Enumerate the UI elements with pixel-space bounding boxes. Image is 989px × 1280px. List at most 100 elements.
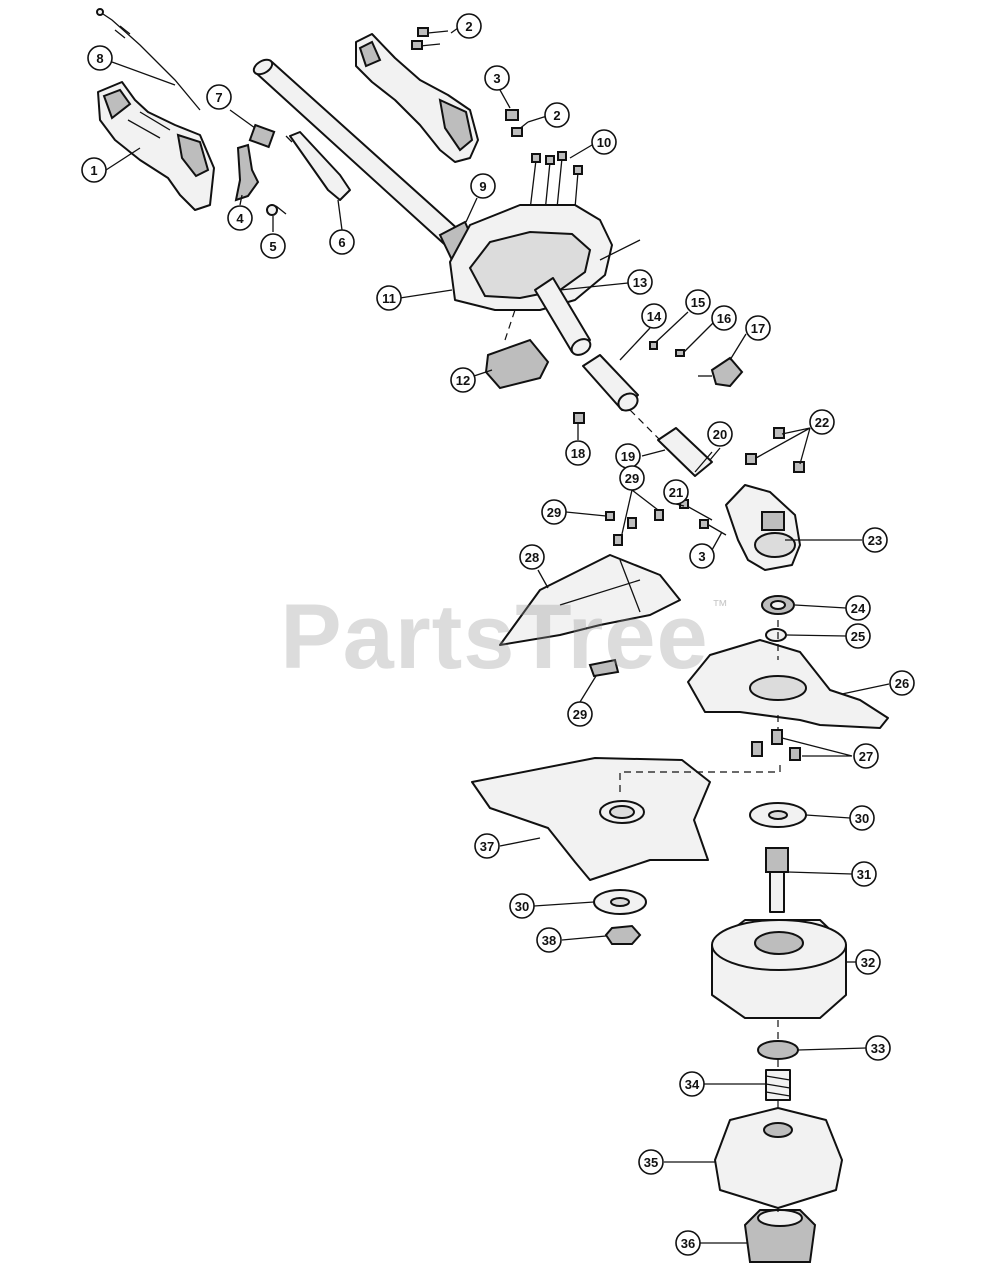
callout-circle: [376, 285, 402, 311]
callout-circle: [849, 805, 875, 831]
callout-circle: [206, 84, 232, 110]
part-screw-15: [649, 341, 658, 350]
callout-circle: [707, 421, 733, 447]
callout-20: 20: [707, 421, 733, 447]
callout-circle: [565, 440, 591, 466]
part-fasteners-29: [588, 509, 664, 678]
callout-circle: [329, 229, 355, 255]
part-washer-30-upper: [749, 802, 807, 828]
part-washer-33: [757, 1040, 799, 1060]
callout-circle: [227, 205, 253, 231]
callout-29: 29: [567, 701, 593, 727]
part-trimmer-head-housing: [711, 919, 847, 1019]
callout-number: 3: [698, 549, 705, 564]
callout-number: 2: [465, 19, 472, 34]
callout-circle: [456, 13, 482, 39]
callout-9: 9: [470, 173, 496, 199]
callout-number: 24: [851, 601, 866, 616]
callout-circle: [745, 315, 771, 341]
callout-12: 12: [450, 367, 476, 393]
part-handle-left: [97, 81, 215, 211]
callout-34: 34: [679, 1071, 705, 1097]
callout-29: 29: [541, 499, 567, 525]
callout-3: 3: [484, 65, 510, 91]
callout-3: 3: [689, 543, 715, 569]
callout-16: 16: [711, 305, 737, 331]
callout-circle: [685, 289, 711, 315]
callout-number: 27: [859, 749, 873, 764]
callout-number: 34: [685, 1077, 700, 1092]
callout-number: 14: [647, 309, 662, 324]
callout-number: 8: [96, 51, 103, 66]
part-screw-16: [675, 349, 685, 357]
callout-7: 7: [206, 84, 232, 110]
callout-number: 30: [855, 811, 869, 826]
part-screws-27: [751, 715, 801, 761]
callout-number: 38: [542, 933, 556, 948]
callout-32: 32: [855, 949, 881, 975]
callout-27: 27: [853, 743, 879, 769]
part-handle-right: [355, 33, 479, 163]
callout-number: 11: [382, 291, 396, 306]
callout-circle: [689, 543, 715, 569]
callout-circle: [470, 173, 496, 199]
callout-circle: [484, 65, 510, 91]
part-throttle-trigger: [234, 143, 260, 202]
callout-number: 32: [861, 955, 875, 970]
callout-number: 35: [644, 1155, 658, 1170]
part-lower-shaft: [534, 277, 592, 356]
callout-30: 30: [849, 805, 875, 831]
callout-number: 25: [851, 629, 865, 644]
callout-circle: [509, 893, 535, 919]
part-screws-10: [529, 151, 583, 221]
callout-2: 2: [544, 102, 570, 128]
part-cutting-blade: [471, 757, 781, 881]
callout-circle: [851, 861, 877, 887]
callout-4: 4: [227, 205, 253, 231]
callout-circle: [663, 479, 689, 505]
part-screws-2: [411, 27, 529, 137]
callout-24: 24: [845, 595, 871, 621]
callout-number: 18: [571, 446, 585, 461]
callout-35: 35: [638, 1149, 664, 1175]
part-nuts-22: [745, 427, 805, 473]
callout-28: 28: [519, 544, 545, 570]
callout-number: 10: [597, 135, 611, 150]
part-nut-38: [604, 924, 642, 945]
callout-17: 17: [745, 315, 771, 341]
callout-8: 8: [87, 45, 113, 71]
callout-25: 25: [845, 623, 871, 649]
part-upper-guard: [499, 554, 681, 646]
callout-number: 29: [573, 707, 587, 722]
callout-number: 9: [479, 179, 486, 194]
callout-number: 36: [681, 1236, 695, 1251]
part-bolt: [765, 847, 789, 913]
part-bushing: [629, 409, 713, 477]
part-bump-knob: [743, 1209, 817, 1263]
callout-circle: [619, 465, 645, 491]
part-washer-25: [765, 628, 787, 642]
callout-29: 29: [619, 465, 645, 491]
part-lockout-lever: [285, 131, 351, 201]
part-washer-30-lower: [593, 889, 647, 915]
callout-number: 6: [338, 235, 345, 250]
callout-circle: [591, 129, 617, 155]
callout-circle: [544, 102, 570, 128]
callout-circle: [853, 743, 879, 769]
callout-21: 21: [663, 479, 689, 505]
callout-36: 36: [675, 1230, 701, 1256]
callout-18: 18: [565, 440, 591, 466]
callout-number: 21: [669, 485, 683, 500]
callout-26: 26: [889, 670, 915, 696]
callout-number: 7: [215, 90, 222, 105]
part-shaft-housing: [582, 354, 639, 412]
part-screws-21: [679, 499, 727, 536]
callout-circle: [541, 499, 567, 525]
callout-13: 13: [627, 269, 653, 295]
callout-circle: [865, 1035, 891, 1061]
callout-number: 13: [633, 275, 647, 290]
callout-23: 23: [862, 527, 888, 553]
callout-circle: [474, 833, 500, 859]
